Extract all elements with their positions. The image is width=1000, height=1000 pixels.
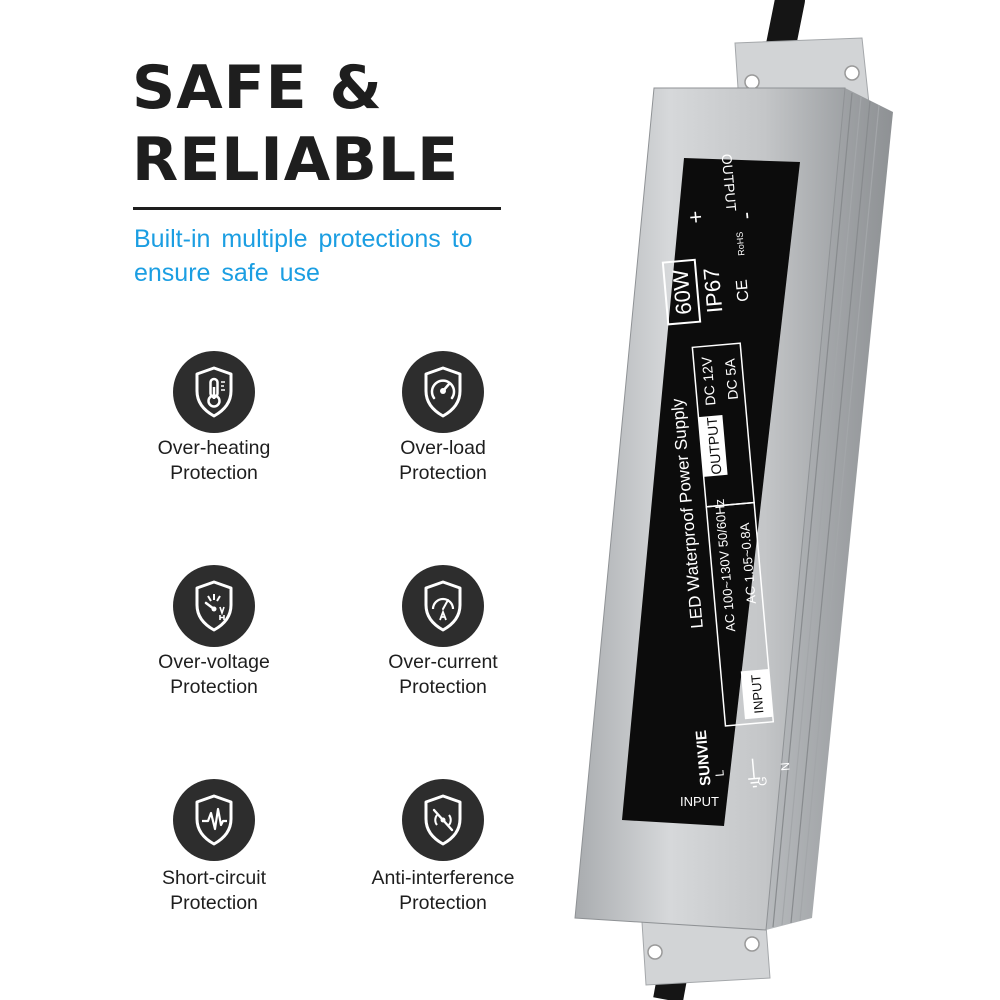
headline-line-2: RELIABLE [132,125,460,195]
label-panel [622,158,800,826]
output-terminal-label: OUTPUT [719,153,740,212]
feature-subtitle: Protection [170,676,258,698]
headline-line-1: SAFE & [132,53,383,123]
output-row-label: OUTPUT [704,416,725,475]
brand-logo: SUNVIE [693,729,715,786]
subtitle-line-2: ensure safe use [134,259,320,287]
wattage-rating: 60W [668,268,697,315]
casing-side [766,88,893,930]
input-terminal-label: INPUT [680,794,719,809]
feature-subtitle: Protection [399,462,487,484]
pin-n-label: N [778,762,793,772]
feature-title: Anti-interference [371,867,515,889]
feature-subtitle: Protection [399,892,487,914]
plus-terminal: + [683,210,709,225]
pin-l-label: L [712,769,727,777]
feature-subtitle: Protection [170,892,258,914]
ammeter-shield-icon [402,565,484,647]
subtitle: Built-in multiple protections to ensure … [134,222,514,290]
feature-title: Over-voltage [158,651,270,673]
feature-title: Over-heating [157,437,271,459]
feature-label-anti-interference: Anti-interference Protection [323,866,563,916]
ce-mark: CE [734,279,753,303]
input-row-label: INPUT [748,674,766,714]
waveform-shield-icon [173,779,255,861]
no-signal-shield-icon [402,779,484,861]
feature-label-over-heating: Over-heating Protection [94,436,334,486]
rohs-mark: RoHS [734,231,746,256]
feature-title: Over-load [400,437,486,459]
subtitle-line-1: Built-in multiple protections to [134,225,473,253]
ac-current: AC 1.05~0.8A [737,522,759,605]
gauge-shield-icon [402,351,484,433]
headline-underline [133,207,501,210]
feature-subtitle: Protection [399,676,487,698]
feature-title: Short-circuit [161,867,267,889]
thermometer-shield-icon [173,351,255,433]
feature-title: Over-current [388,651,498,673]
label-content: OUTPUT + - 60W IP67 CE RoHS OUTPUT DC 12… [661,153,793,788]
pin-g-label: G [755,776,770,787]
feature-label-over-voltage: Over-voltage Protection [94,650,334,700]
dc-voltage: DC 12V [698,355,718,406]
ip-rating: IP67 [699,267,728,314]
bottom-mounting-flange [641,911,771,986]
feature-label-over-load: Over-load Protection [323,436,563,486]
feature-label-over-current: Over-current Protection [323,650,563,700]
feature-label-short-circuit: Short-circuit Protection [94,866,334,916]
headline: SAFE & RELIABLE [132,52,459,196]
dc-current: DC 5A [721,357,741,400]
minus-terminal: - [733,211,759,220]
voltage-shield-icon [173,565,255,647]
feature-subtitle: Protection [170,462,258,484]
